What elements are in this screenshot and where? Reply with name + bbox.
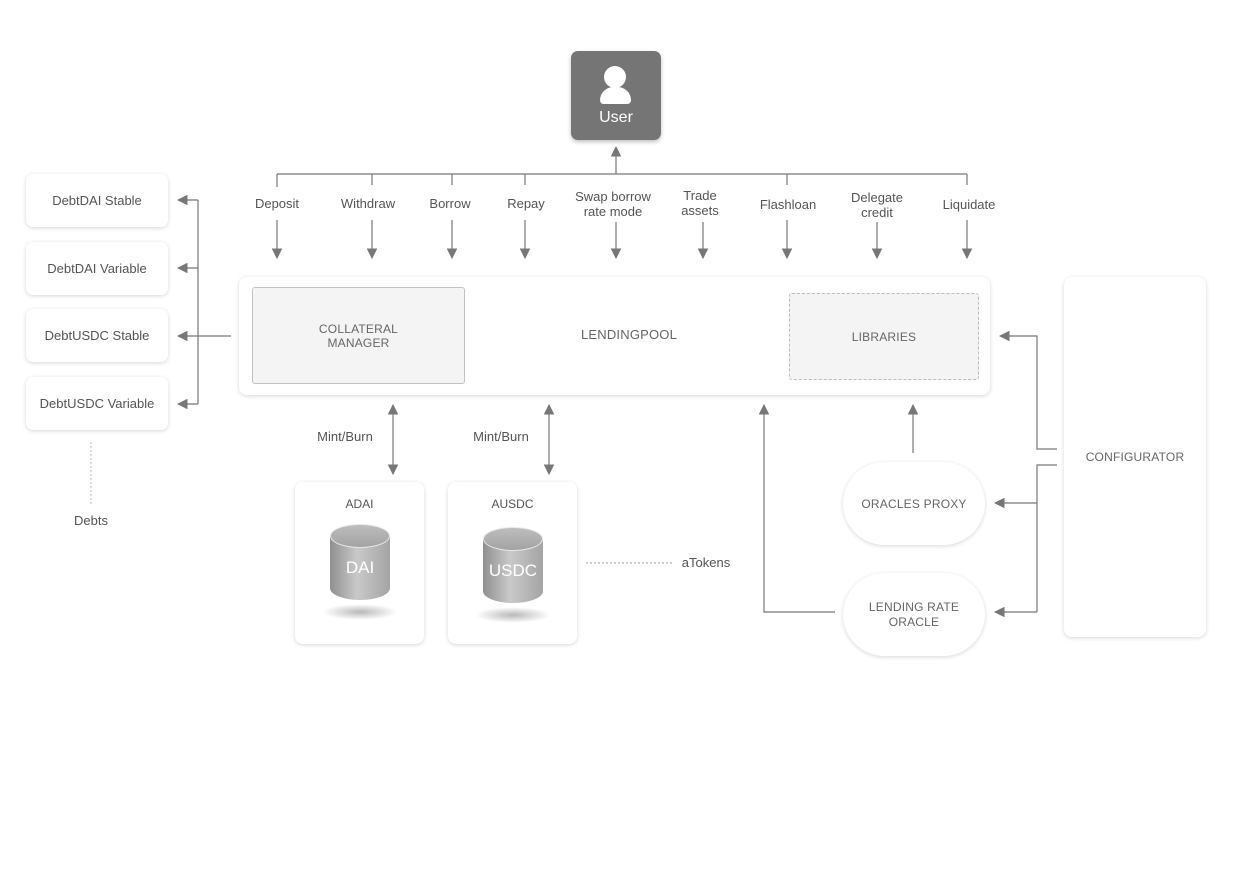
database-icon: DAI [322, 524, 398, 620]
user-node: User [571, 51, 661, 140]
action-delegate-credit-label: Delegate credit [850, 190, 904, 220]
action-withdraw-label: Withdraw [340, 196, 396, 211]
libraries: LIBRARIES [789, 293, 979, 380]
debt-connectors [176, 194, 231, 410]
lending-rate-oracle-arrow [758, 403, 835, 613]
collateral-manager: COLLATERAL MANAGER [252, 287, 465, 384]
action-trade-assets-label: Trade assets [681, 188, 719, 218]
action-swap-borrow-rate-mode-label: Swap borrow rate mode [575, 189, 651, 219]
configurator-connectors [993, 330, 1057, 618]
user-icon [604, 66, 626, 88]
user-label: User [599, 109, 633, 126]
atoken-ausdc-title: AUSDC [491, 497, 534, 511]
debt-usdc-variable: DebtUSDC Variable [26, 377, 168, 430]
database-icon: USDC [475, 527, 551, 623]
debts-group-label: Debts [74, 513, 108, 528]
atoken-ausdc: AUSDC USDC [448, 482, 577, 644]
oracles-proxy: ORACLES PROXY [843, 462, 985, 545]
action-flashloan-label: Flashloan [759, 197, 817, 212]
action-liquidate-label: Liquidate [942, 197, 996, 212]
mint-burn-adai-label: Mint/Burn [317, 429, 373, 444]
debt-usdc-stable: DebtUSDC Stable [26, 309, 168, 362]
atoken-adai-title: ADAI [345, 497, 374, 511]
debt-dai-variable: DebtDAI Variable [26, 242, 168, 295]
lending-pool-title: LENDINGPOOL [580, 327, 678, 342]
atoken-ausdc-symbol: USDC [488, 561, 538, 580]
lending-rate-oracle: LENDING RATE ORACLE [843, 573, 985, 656]
atoken-adai: ADAI DAI [295, 482, 424, 644]
user-icon-body [600, 87, 631, 104]
action-borrow-label: Borrow [429, 196, 471, 211]
action-repay-label: Repay [507, 196, 545, 211]
atokens-group-label: aTokens [681, 555, 731, 570]
configurator: CONFIGURATOR [1064, 277, 1206, 637]
lending-pool: COLLATERAL MANAGER LENDINGPOOL LIBRARIES [239, 277, 990, 395]
atoken-adai-symbol: DAI [345, 558, 375, 577]
action-connectors [271, 174, 973, 260]
mint-burn-ausdc-label: Mint/Burn [473, 429, 529, 444]
debt-dai-stable: DebtDAI Stable [26, 174, 168, 227]
action-deposit-label: Deposit [254, 196, 300, 211]
